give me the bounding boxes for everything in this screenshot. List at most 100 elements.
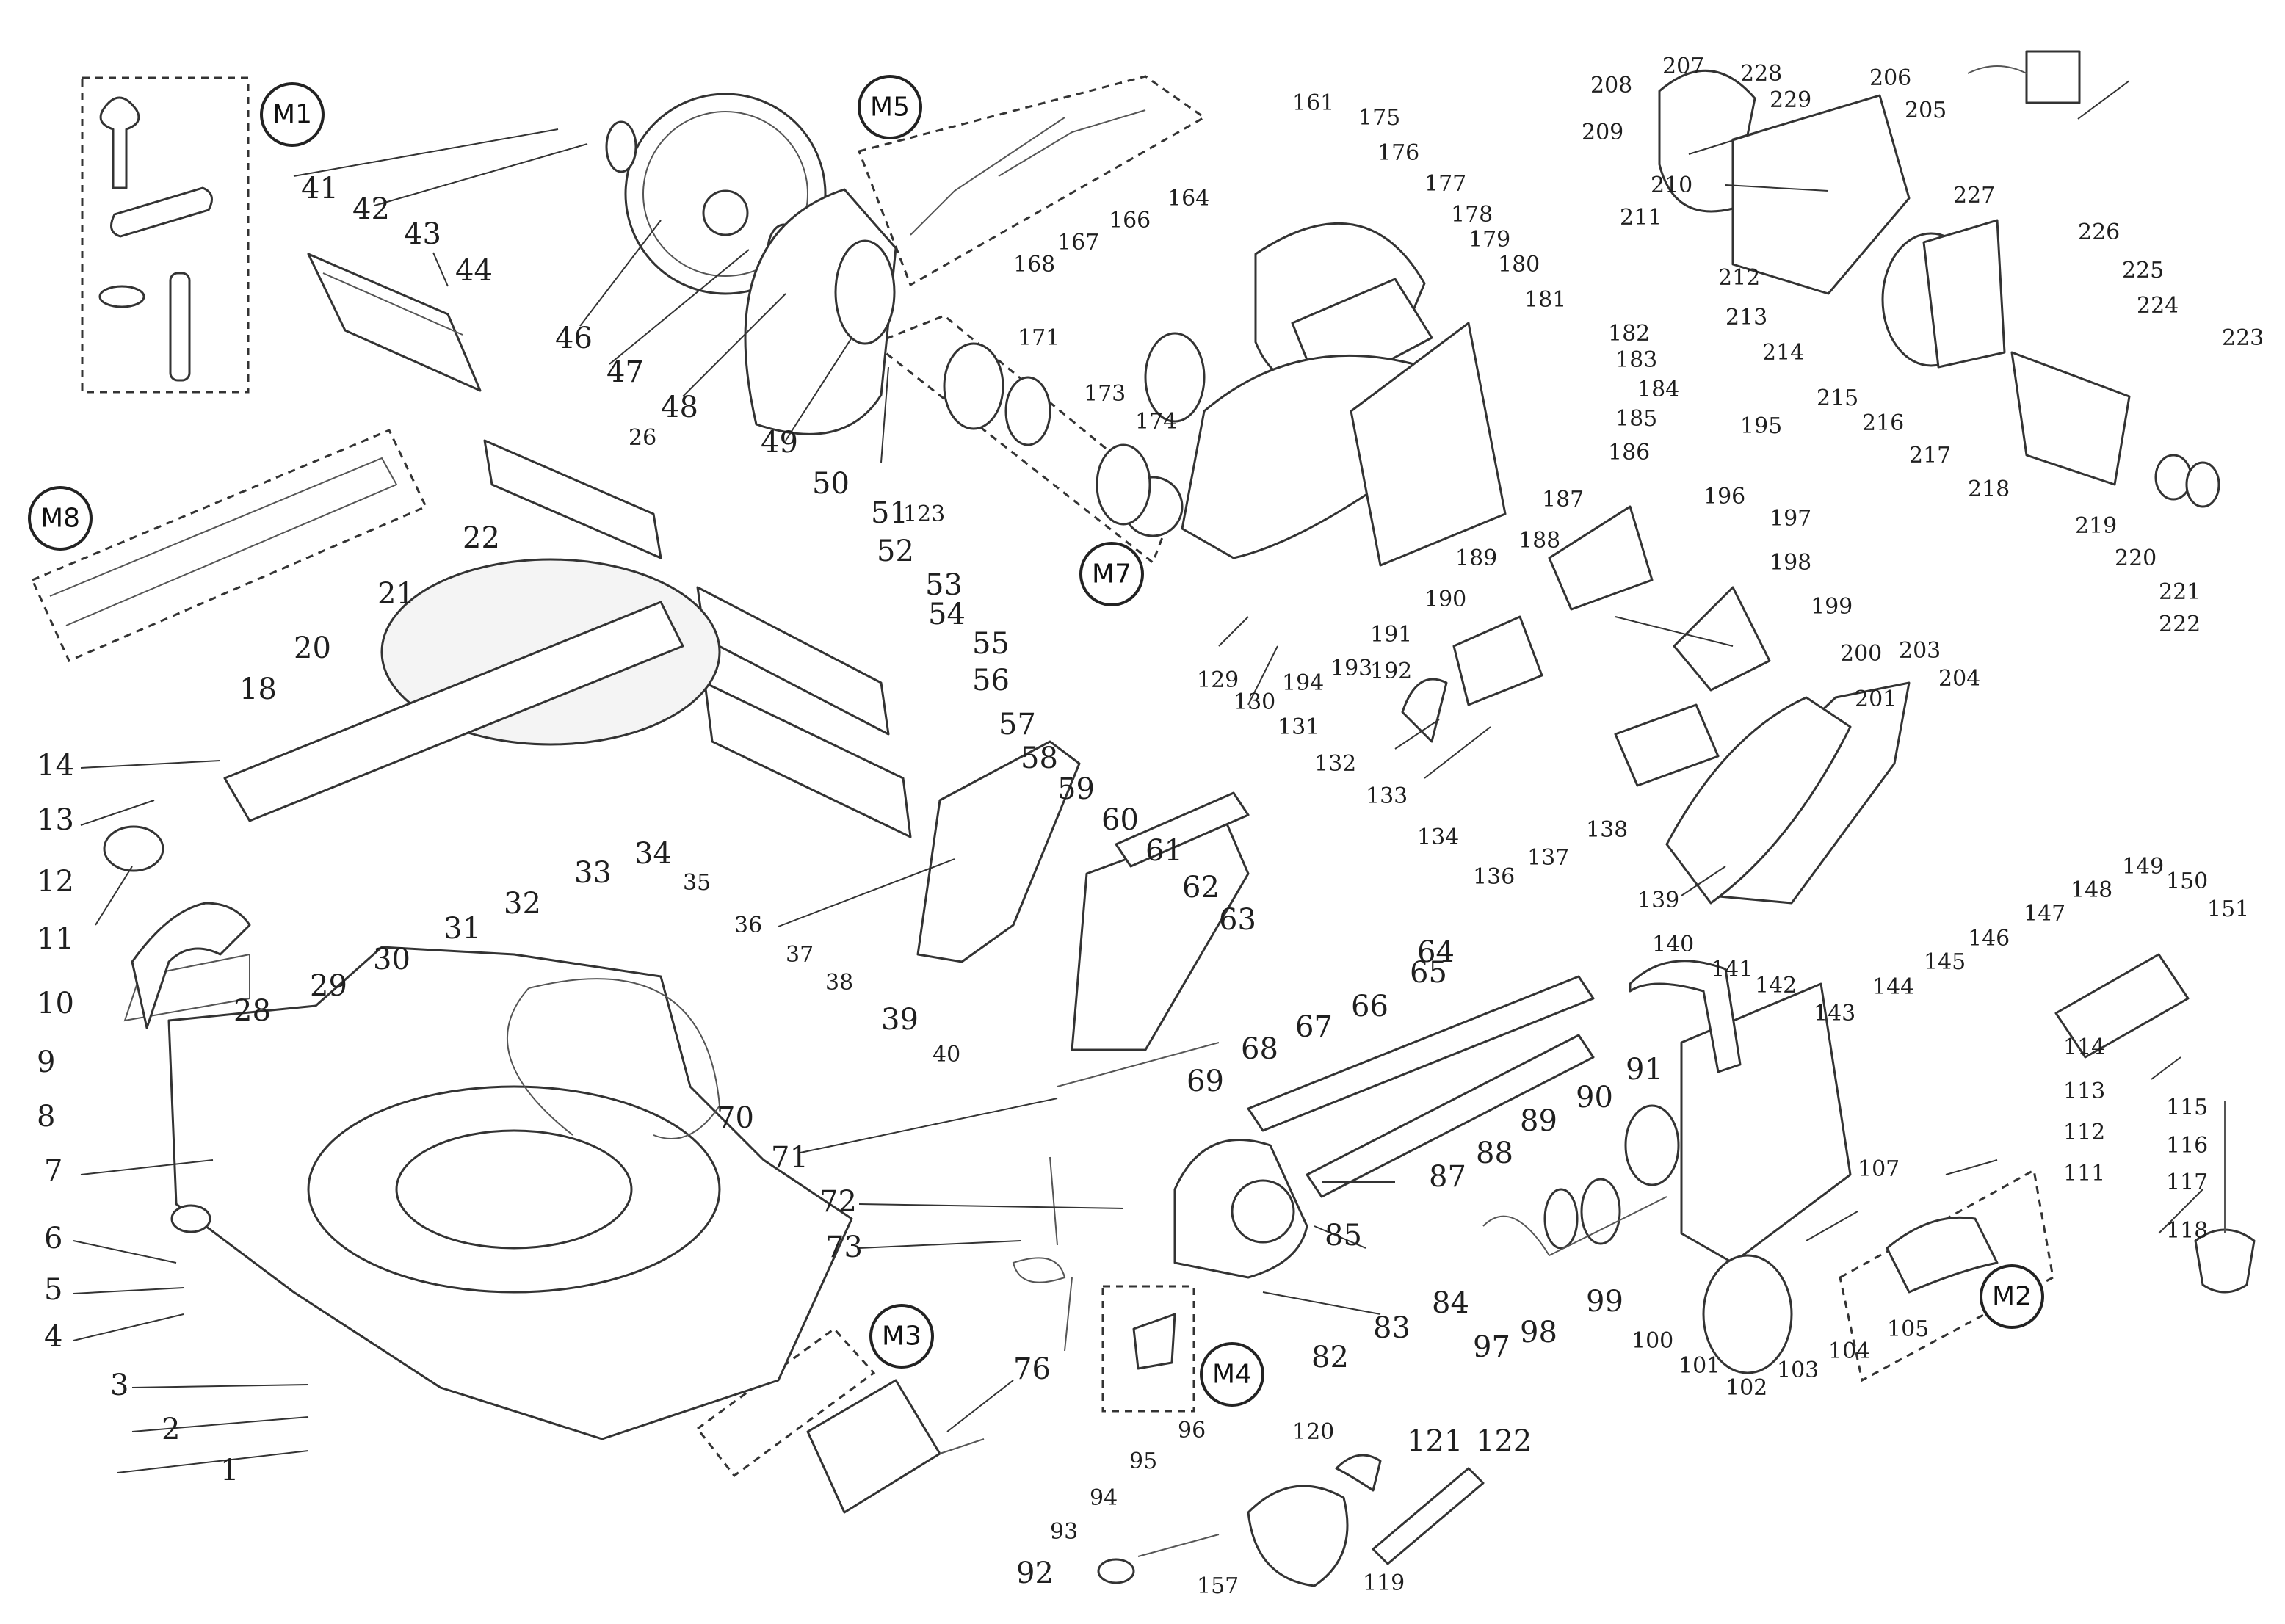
part-number-label: 145 (1924, 949, 1966, 975)
part-number-label: 66 (1351, 990, 1388, 1023)
part-number-label: 56 (972, 664, 1010, 697)
module-label-m1: M1 (272, 100, 312, 130)
part-number-label: 93 (1050, 1519, 1078, 1545)
part-number-label: 141 (1711, 957, 1753, 982)
part-number-label: 117 (2166, 1170, 2208, 1195)
part-number-label: 226 (2078, 220, 2120, 245)
part-number-label: 130 (1234, 689, 1275, 715)
part-number-label: 188 (1518, 528, 1560, 554)
part-number-label: 171 (1018, 325, 1060, 351)
part-number-label: 197 (1770, 506, 1811, 532)
part-number-label: 10 (37, 987, 74, 1021)
part-number-label: 55 (972, 627, 1010, 661)
part-number-label: 43 (404, 217, 441, 251)
module-badges: M1 M2 M3 M4 M5 M7 M8 (28, 75, 2044, 1407)
part-number-label: 63 (1219, 903, 1256, 937)
part-number-label: 147 (2024, 901, 2065, 927)
part-number-label: 207 (1662, 54, 1704, 79)
part-number-label: 85 (1325, 1219, 1362, 1253)
part-number-label: 6 (44, 1222, 62, 1255)
part-number-label: 228 (1740, 61, 1782, 87)
part-number-label: 44 (455, 254, 493, 288)
module-label-m8: M8 (40, 504, 80, 534)
part-number-label: 139 (1637, 888, 1679, 913)
part-number-label: 122 (1476, 1424, 1532, 1458)
part-number-label: 53 (925, 568, 963, 602)
part-number-label: 133 (1366, 783, 1408, 809)
part-number-label: 104 (1828, 1338, 1870, 1364)
part-number-label: 64 (1417, 935, 1455, 969)
part-number-label: 118 (2166, 1218, 2208, 1244)
part-number-label: 94 (1090, 1485, 1118, 1511)
part-number-label: 187 (1542, 487, 1584, 512)
part-number-label: 208 (1590, 73, 1632, 98)
part-number-label: 65 (1410, 956, 1447, 990)
part-number-label: 36 (734, 913, 762, 938)
part-number-label: 97 (1473, 1330, 1510, 1364)
part-number-label: 29 (310, 969, 347, 1003)
m3-box (695, 1327, 876, 1478)
part-number-label: 9 (37, 1045, 55, 1079)
part-number-label: 217 (1909, 443, 1951, 468)
part-number-label: 89 (1520, 1104, 1557, 1138)
part-number-label: 13 (37, 803, 74, 837)
part-number-label: 22 (463, 521, 500, 555)
part-number-label: 39 (881, 1003, 919, 1037)
part-number-label: 57 (999, 708, 1036, 742)
part-number-label: 219 (2075, 513, 2117, 539)
part-number-label: 91 (1626, 1053, 1663, 1087)
part-number-label: 71 (771, 1141, 808, 1175)
part-number-label: 210 (1651, 173, 1692, 198)
part-number-label: 186 (1608, 440, 1650, 465)
part-number-label: 138 (1586, 817, 1628, 843)
part-number-label: 112 (2063, 1120, 2105, 1145)
module-label-m3: M3 (882, 1322, 921, 1352)
part-number-label: 212 (1718, 265, 1760, 291)
part-number-label: 182 (1608, 321, 1650, 347)
part-number-label: 150 (2166, 869, 2208, 894)
part-number-label: 69 (1187, 1065, 1224, 1098)
part-number-label: 157 (1197, 1573, 1239, 1599)
part-number-label: 120 (1292, 1419, 1334, 1445)
part-drawings (49, 50, 2256, 1587)
module-badge-m4: M4 (1200, 1342, 1264, 1407)
part-number-label: 179 (1469, 227, 1510, 253)
module-label-m4: M4 (1212, 1360, 1252, 1390)
part-number-label: 189 (1455, 545, 1497, 571)
part-number-label: 190 (1424, 587, 1466, 612)
part-number-label: 95 (1129, 1449, 1157, 1474)
part-number-label: 184 (1637, 377, 1679, 402)
part-number-label: 167 (1057, 230, 1099, 255)
part-number-label: 119 (1363, 1570, 1405, 1596)
part-number-label: 14 (37, 749, 74, 783)
part-number-label: 176 (1377, 140, 1419, 166)
part-number-label: 68 (1241, 1032, 1278, 1066)
part-number-label: 178 (1451, 202, 1493, 228)
part-number-label: 7 (44, 1154, 62, 1188)
part-number-label: 144 (1872, 974, 1914, 1000)
part-number-label: 166 (1109, 208, 1151, 233)
part-number-label: 137 (1527, 845, 1569, 871)
part-number-label: 220 (2115, 545, 2157, 571)
part-number-label: 47 (606, 355, 644, 389)
part-number-label: 54 (928, 598, 966, 631)
part-number-label: 38 (825, 970, 853, 996)
module-badge-m2: M2 (1980, 1264, 2044, 1329)
part-number-label: 173 (1084, 381, 1126, 407)
part-number-label: 140 (1652, 932, 1694, 957)
part-number-label: 204 (1938, 666, 1980, 692)
part-number-label: 224 (2137, 293, 2179, 319)
part-number-label: 59 (1057, 772, 1095, 806)
part-number-label: 164 (1167, 186, 1209, 211)
module-badge-m3: M3 (869, 1304, 934, 1369)
part-number-label: 192 (1370, 659, 1412, 684)
part-number-label: 129 (1197, 667, 1239, 693)
m2-box (1839, 1168, 2054, 1382)
part-number-label: 191 (1370, 622, 1412, 648)
part-number-label: 46 (555, 322, 593, 355)
part-number-label: 180 (1498, 252, 1540, 278)
part-number-label: 199 (1811, 594, 1853, 620)
part-number-label: 105 (1887, 1316, 1929, 1342)
module-label-m5: M5 (870, 93, 910, 123)
part-number-label: 88 (1476, 1137, 1513, 1170)
